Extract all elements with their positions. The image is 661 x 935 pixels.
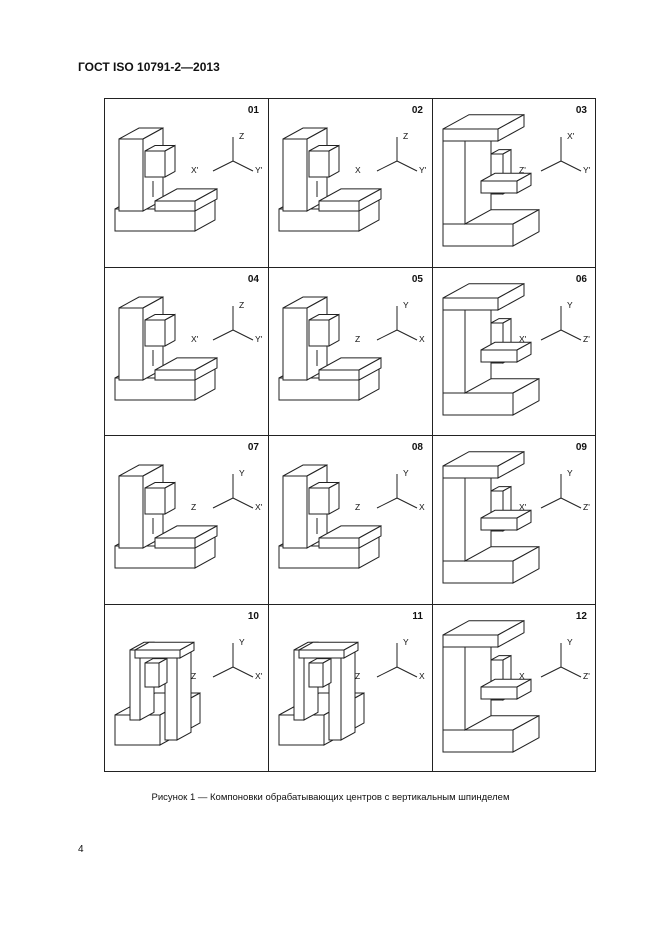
layout-cell-03: X' Z' Y' 03 bbox=[433, 99, 597, 268]
axis-label: Z bbox=[239, 131, 245, 141]
axis-label: Z' bbox=[583, 333, 590, 344]
cell-number: 01 bbox=[247, 105, 259, 116]
machine-drawing bbox=[114, 464, 254, 569]
axis-label: Y bbox=[567, 299, 573, 310]
axis-label: X' bbox=[255, 670, 263, 681]
layout-cell-11: Y Z X 11 bbox=[269, 605, 433, 774]
axis-label: X bbox=[419, 502, 425, 512]
cell-number: 07 bbox=[247, 442, 259, 453]
machine-drawing bbox=[278, 640, 418, 746]
document-header: ГОСТ ISO 10791-2—2013 bbox=[78, 60, 220, 74]
axis-label: Z bbox=[355, 333, 361, 344]
cell-number: 06 bbox=[575, 273, 587, 285]
layout-cell-06: Y X' Z' 06 bbox=[433, 268, 597, 437]
grid-line bbox=[105, 435, 595, 436]
axis-label: Y bbox=[403, 636, 409, 647]
axis-label: Y bbox=[403, 468, 409, 478]
cell-number: 04 bbox=[247, 273, 259, 285]
axis-label: Y bbox=[567, 636, 573, 647]
axis-label: Z' bbox=[583, 670, 590, 681]
figure-caption: Рисунок 1 — Компоновки обрабатывающих це… bbox=[151, 792, 510, 803]
layout-cell-05: Y Z X 05 bbox=[269, 268, 433, 437]
cell-number: 05 bbox=[411, 273, 423, 285]
cell-number: 11 bbox=[412, 610, 423, 622]
axis-label: Y' bbox=[583, 165, 591, 175]
cell-number: 02 bbox=[411, 105, 423, 116]
axis-label: X bbox=[419, 333, 425, 344]
layout-cell-01: Z X' Y' 01 bbox=[105, 99, 269, 268]
layout-cell-09: Y X' Z' 09 bbox=[433, 436, 597, 605]
layout-cell-04: Z X' Y' 04 bbox=[105, 268, 269, 437]
axis-label: X' bbox=[567, 131, 575, 141]
axis-label: X' bbox=[519, 502, 527, 512]
axis-label: Y bbox=[567, 468, 573, 478]
grid-line bbox=[105, 267, 595, 268]
layout-cell-08: Y Z X 08 bbox=[269, 436, 433, 605]
page-number: 4 bbox=[78, 844, 84, 855]
axis-label: Z bbox=[191, 670, 197, 681]
axis-label: X' bbox=[519, 333, 527, 344]
grid-line bbox=[105, 604, 595, 605]
axis-label: X' bbox=[255, 502, 263, 512]
axis-label: X bbox=[519, 670, 525, 681]
axis-label: X' bbox=[191, 165, 199, 175]
axis-label: Y bbox=[239, 636, 245, 647]
axis-label: Y' bbox=[255, 165, 263, 175]
layout-cell-07: Y Z X' 07 bbox=[105, 436, 269, 605]
axis-label: Z bbox=[191, 502, 197, 512]
machine-drawing bbox=[114, 127, 254, 232]
cell-number: 10 bbox=[247, 610, 259, 622]
machine-drawing bbox=[442, 113, 582, 247]
axis-label: Z' bbox=[519, 165, 526, 175]
axis-label: X bbox=[355, 165, 361, 175]
cell-number: 08 bbox=[411, 442, 423, 453]
machine-drawing bbox=[442, 619, 582, 753]
cell-number: 03 bbox=[575, 105, 587, 116]
axis-label: X' bbox=[191, 333, 199, 344]
axis-label: Z' bbox=[583, 502, 590, 512]
axis-label: Z bbox=[239, 299, 245, 310]
machine-drawing bbox=[442, 282, 582, 416]
axis-label: X bbox=[419, 670, 425, 681]
machine-drawing bbox=[442, 450, 582, 584]
machine-drawing bbox=[114, 295, 254, 401]
axis-label: Y' bbox=[255, 333, 263, 344]
axis-label: Y bbox=[403, 299, 409, 310]
axis-label: Z bbox=[355, 502, 361, 512]
axis-label: Y' bbox=[419, 165, 427, 175]
layout-cell-12: Y X Z' 12 bbox=[433, 605, 597, 774]
cell-number: 12 bbox=[575, 610, 587, 622]
axis-label: Z bbox=[355, 670, 361, 681]
axis-label: Y bbox=[239, 468, 245, 478]
layout-cell-10: Y Z X' 10 bbox=[105, 605, 269, 774]
machine-drawing bbox=[278, 295, 418, 401]
machine-drawing bbox=[114, 640, 254, 746]
layout-cell-02: Z X Y' 02 bbox=[269, 99, 433, 268]
machine-drawing bbox=[278, 127, 418, 232]
cell-number: 09 bbox=[575, 442, 587, 453]
machine-drawing bbox=[278, 464, 418, 569]
axis-label: Z bbox=[403, 131, 409, 141]
